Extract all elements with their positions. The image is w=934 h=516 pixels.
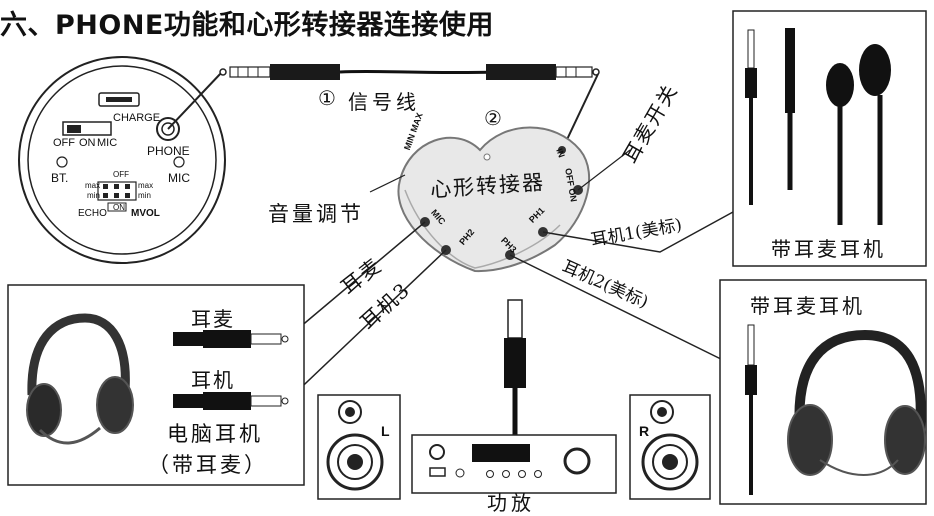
pc-caption1: 电脑耳机 bbox=[167, 422, 263, 446]
pc-headphone-label: 耳机 bbox=[191, 368, 235, 392]
pc-caption2: （带耳麦） bbox=[148, 453, 268, 477]
earphone-caption: 带耳麦耳机 bbox=[771, 237, 886, 261]
wire-ph3 bbox=[509, 254, 734, 366]
amplifier-section bbox=[317, 299, 711, 500]
min2-label: min bbox=[138, 191, 151, 200]
charge-label: CHARGE bbox=[113, 112, 161, 124]
mvol-label: MVOL bbox=[131, 208, 160, 219]
mic-label: MIC bbox=[168, 171, 190, 185]
headset-caption: 带耳麦耳机 bbox=[750, 294, 865, 318]
right-speaker-label: R bbox=[639, 423, 650, 439]
cable-label: 信号线 bbox=[348, 90, 420, 114]
headset-box bbox=[719, 279, 927, 505]
amp-caption: 功放 bbox=[487, 491, 535, 515]
on-label: ON bbox=[79, 137, 96, 149]
on2-label: ON bbox=[113, 203, 125, 212]
device-panel bbox=[18, 56, 226, 264]
left-speaker-label: L bbox=[381, 423, 390, 439]
bt-label: BT. bbox=[51, 171, 69, 185]
mic-led bbox=[173, 156, 185, 168]
switch-pointer bbox=[577, 149, 631, 191]
knob-off-label: OFF bbox=[113, 170, 129, 179]
max1-label: max bbox=[85, 181, 101, 190]
echo-label: ECHO bbox=[78, 208, 107, 219]
wire-mic bbox=[286, 221, 426, 339]
earphone-box bbox=[732, 10, 927, 267]
max2-label: max bbox=[138, 181, 154, 190]
mic-switch-label: MIC bbox=[97, 137, 118, 149]
volume-label: 音量调节 bbox=[268, 202, 364, 226]
wire-ph2 bbox=[287, 249, 447, 401]
pc-ear-mic-label: 耳麦 bbox=[191, 307, 235, 331]
bt-led bbox=[56, 156, 68, 168]
adapter-number: ② bbox=[484, 106, 502, 130]
volume-pointer bbox=[369, 174, 406, 193]
pc-headset-box bbox=[7, 284, 305, 486]
min1-label: min bbox=[87, 191, 100, 200]
page-title: 六、PHONE功能和心形转接器连接使用 bbox=[0, 10, 494, 41]
phone-label: PHONE bbox=[147, 144, 190, 158]
wire-ph1 bbox=[542, 211, 734, 253]
signal-cable bbox=[167, 64, 600, 149]
cable-number: ① bbox=[318, 86, 336, 110]
off-label: OFF bbox=[53, 137, 75, 149]
